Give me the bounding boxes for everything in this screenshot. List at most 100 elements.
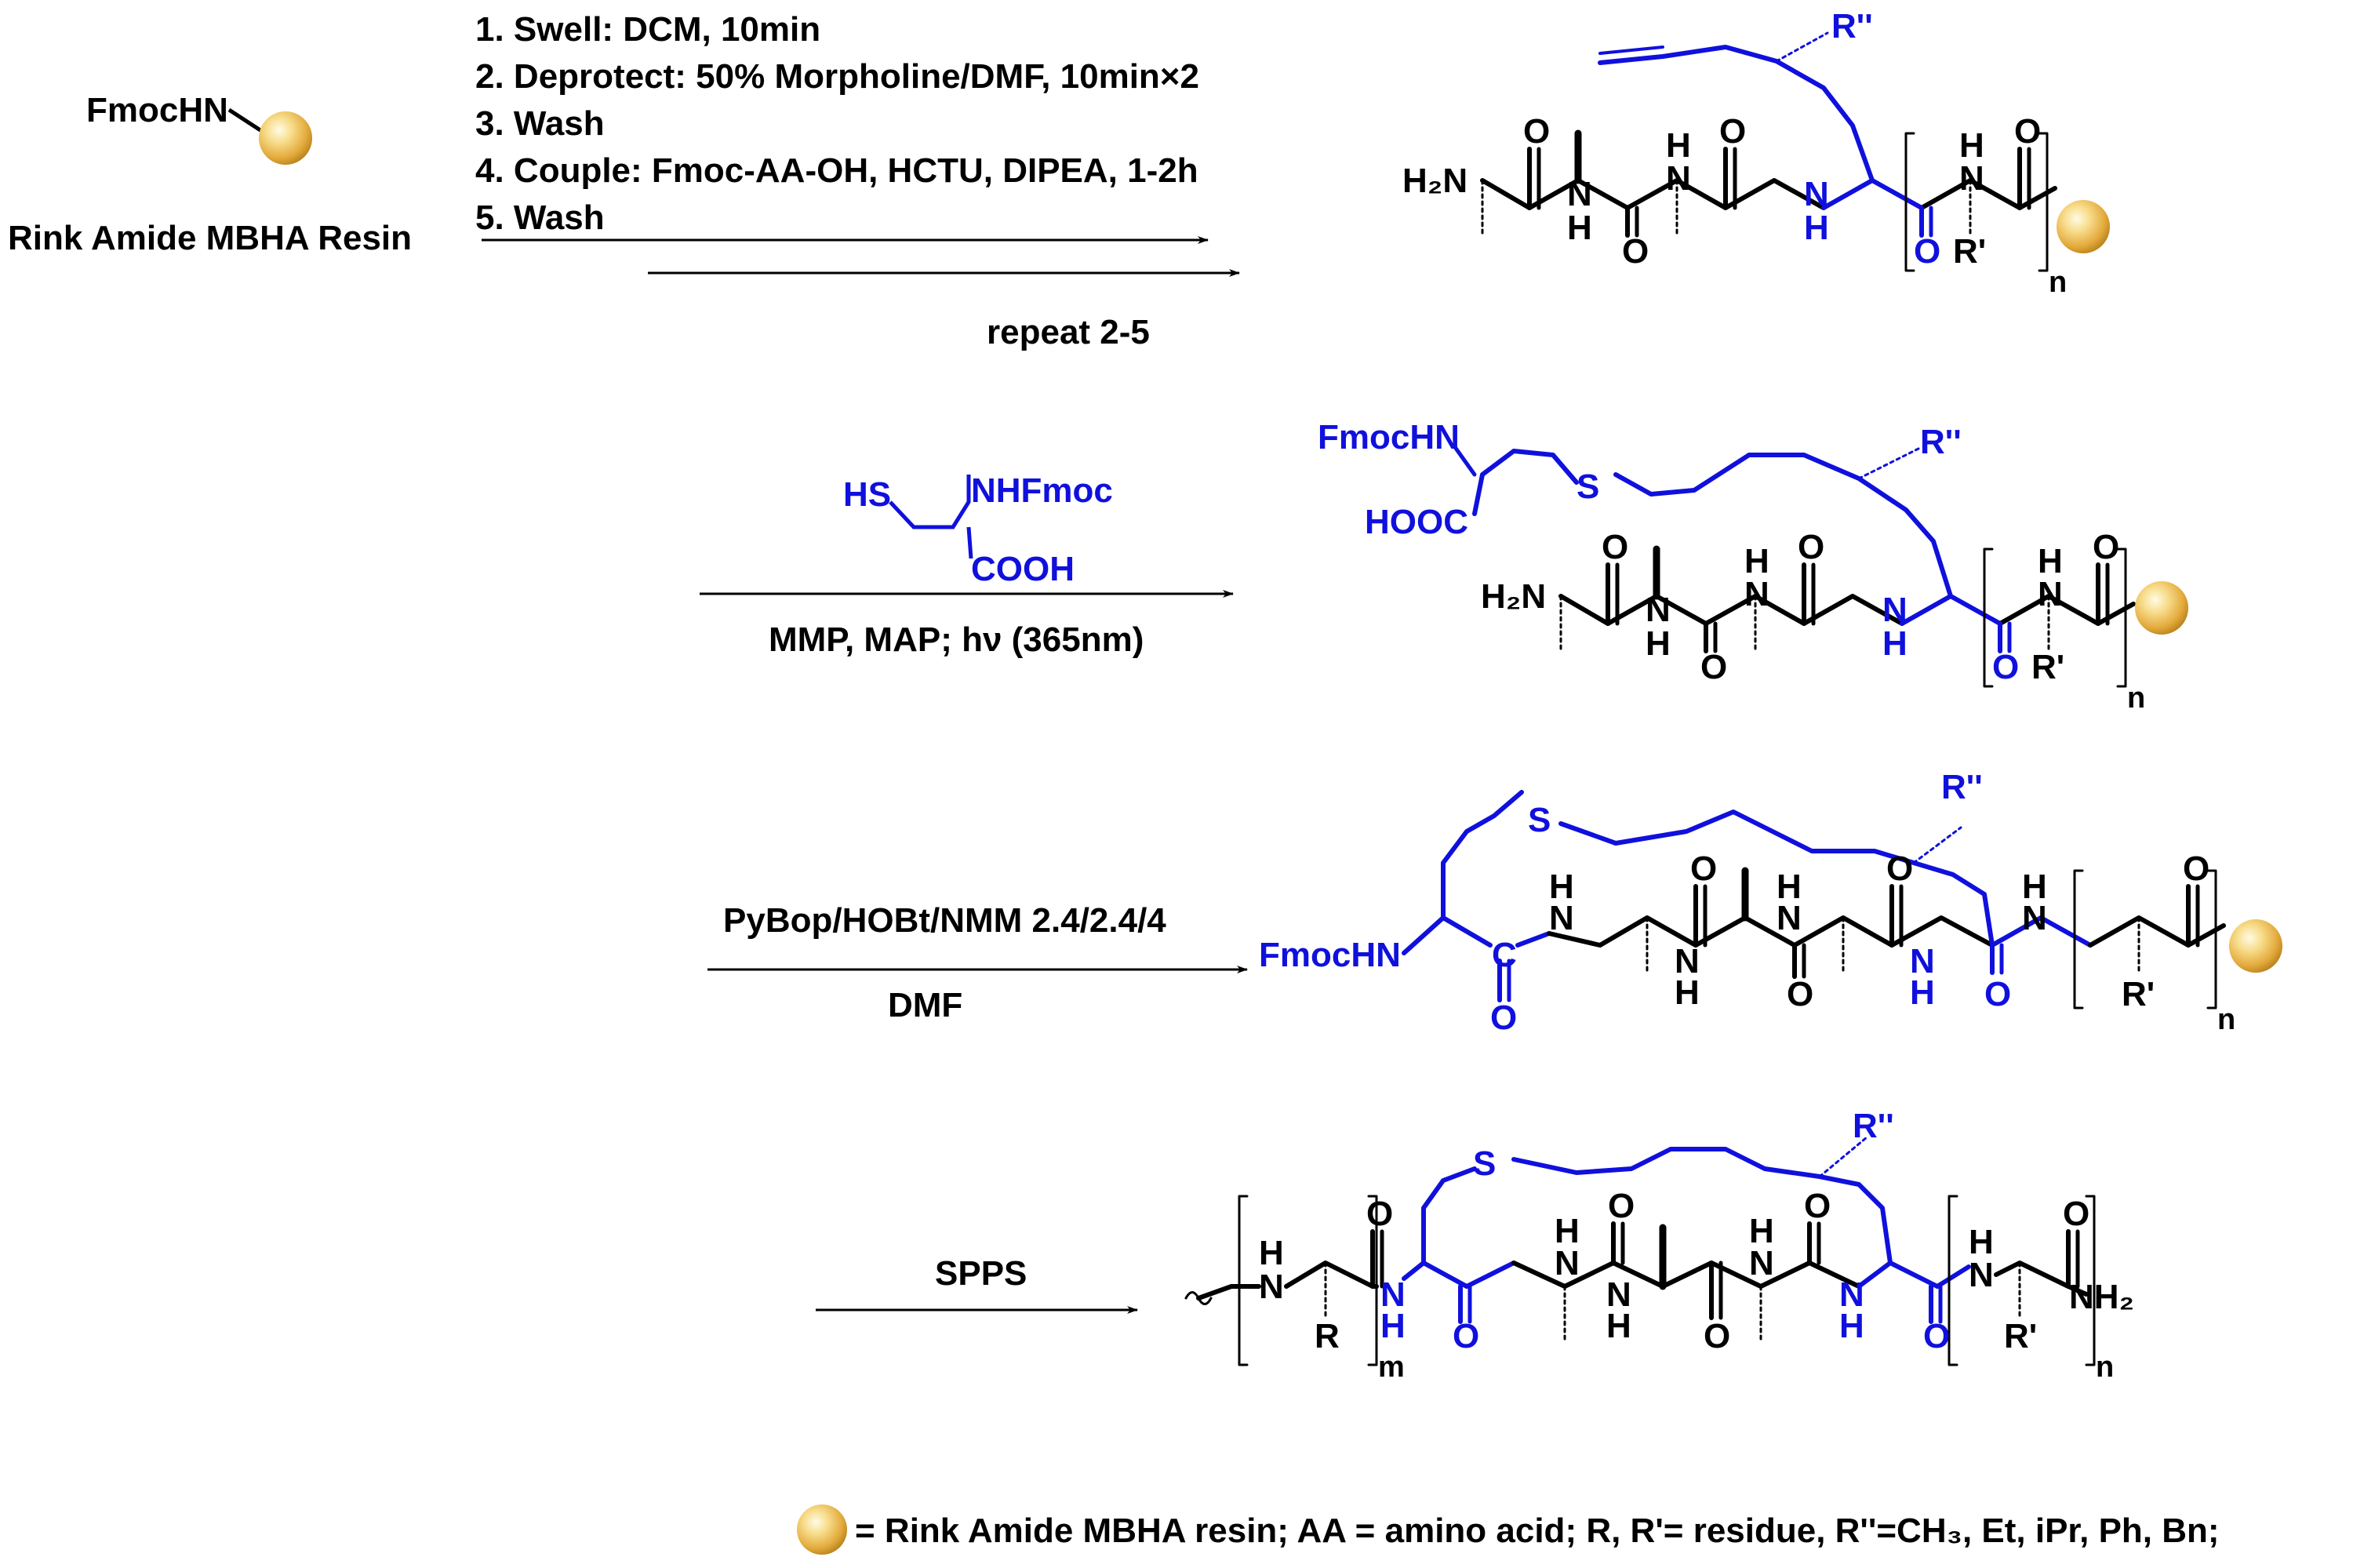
p3-rdprime: R'' bbox=[1941, 768, 1983, 806]
resin-name-label: Rink Amide MBHA Resin bbox=[8, 219, 412, 257]
p4-n6: N bbox=[1839, 1275, 1864, 1314]
p3-n1: N bbox=[1549, 899, 1574, 937]
p3-h4: H bbox=[1910, 973, 1935, 1012]
step1-condition-3: 3. Wash bbox=[475, 104, 605, 143]
step2-reagent-cooh: COOH bbox=[971, 550, 1075, 588]
legend-resin-bead-icon bbox=[797, 1504, 847, 1555]
p4-o5: O bbox=[1804, 1187, 1831, 1225]
p4-n5: N bbox=[1749, 1244, 1774, 1282]
resin-bead-icon bbox=[259, 111, 312, 165]
p4-o6: O bbox=[1923, 1317, 1950, 1355]
p3-s: S bbox=[1528, 801, 1551, 839]
p4-n1: N bbox=[1259, 1268, 1284, 1306]
p4-n4: N bbox=[1606, 1275, 1631, 1314]
p3-o2: O bbox=[1690, 849, 1717, 888]
step3-conditions-top: PyBop/HOBt/NMM 2.4/2.4/4 bbox=[723, 901, 1166, 940]
product-4 bbox=[1184, 1136, 2096, 1366]
product-3-labels: FmocHN S C O N H O N H O N H O N H O N H… bbox=[1259, 768, 2282, 1037]
p1-n2: N bbox=[1666, 159, 1691, 198]
resin-fmochn-label: FmocHN bbox=[86, 91, 228, 129]
step1-repeat-label: repeat 2-5 bbox=[987, 313, 1150, 351]
p3-h5: H bbox=[2022, 868, 2047, 906]
p2-resin-bead-icon bbox=[2135, 581, 2188, 635]
p1-rprime: R' bbox=[1953, 232, 1986, 271]
p3-n5: N bbox=[2022, 899, 2047, 937]
step3-conditions-bottom: DMF bbox=[888, 986, 962, 1024]
p1-o5: O bbox=[2014, 112, 2041, 151]
step1-condition-5: 5. Wash bbox=[475, 198, 605, 237]
p3-resin-bead-icon bbox=[2229, 919, 2282, 973]
step4-reaction: SPPS bbox=[816, 1254, 1138, 1314]
p4-h7: H bbox=[1969, 1223, 1994, 1261]
step1-condition-4: 4. Couple: Fmoc-AA-OH, HCTU, DIPEA, 1-2h bbox=[475, 151, 1198, 190]
p4-o7: O bbox=[2063, 1195, 2089, 1233]
p2-rprime: R' bbox=[2031, 648, 2064, 686]
p1-h4: H bbox=[1959, 126, 1984, 165]
p2-n3: N bbox=[1882, 591, 1907, 629]
p3-h2: H bbox=[1675, 973, 1700, 1012]
p4-n7: N bbox=[1969, 1256, 1994, 1294]
p2-o5: O bbox=[2093, 528, 2119, 566]
step4-conditions: SPPS bbox=[935, 1254, 1027, 1293]
product-2 bbox=[1453, 445, 2136, 688]
p2-n2: N bbox=[1744, 575, 1769, 613]
p2-h1: H bbox=[1646, 624, 1671, 663]
p3-fmochn: FmocHN bbox=[1259, 936, 1401, 974]
p2-o2: O bbox=[1700, 648, 1727, 686]
p1-h1: H bbox=[1567, 209, 1592, 247]
product-3 bbox=[1402, 790, 2226, 1010]
p1-n-sub: n bbox=[2049, 266, 2067, 299]
p2-h4: H bbox=[2038, 542, 2063, 580]
p2-o1: O bbox=[1602, 528, 1628, 566]
p1-o1: O bbox=[1523, 112, 1550, 151]
p4-h6: H bbox=[1839, 1307, 1864, 1345]
step2-conditions: MMP, MAP; hν (365nm) bbox=[769, 620, 1144, 659]
p3-rprime: R' bbox=[2122, 975, 2155, 1013]
step1-condition-1: 1. Swell: DCM, 10min bbox=[475, 10, 820, 49]
p2-o4: O bbox=[1992, 648, 2019, 686]
p4-m-sub: m bbox=[1378, 1351, 1405, 1384]
p3-o3: O bbox=[1787, 975, 1813, 1013]
p2-hooc: HOOC bbox=[1365, 503, 1468, 541]
p3-o5: O bbox=[1984, 975, 2011, 1013]
p1-n3: N bbox=[1804, 175, 1829, 213]
product-2-labels: FmocHN HOOC S R'' H₂N O N H O N H O N H … bbox=[1318, 418, 2188, 715]
p3-o1: O bbox=[1490, 999, 1517, 1037]
step2-reaction: HS NHFmoc COOH MMP, MAP; hν (365nm) bbox=[700, 471, 1234, 659]
p4-h2: H bbox=[1380, 1307, 1406, 1345]
p4-h4: H bbox=[1606, 1307, 1631, 1345]
p4-n2: N bbox=[1380, 1275, 1406, 1314]
legend: = Rink Amide MBHA resin; AA = amino acid… bbox=[797, 1504, 2220, 1555]
p1-n4: N bbox=[1959, 159, 1984, 198]
p1-o4: O bbox=[1914, 232, 1940, 271]
p1-o2: O bbox=[1622, 232, 1649, 271]
p4-rprime: R' bbox=[2004, 1317, 2037, 1355]
p4-o1: O bbox=[1366, 1195, 1393, 1233]
p4-rdprime: R'' bbox=[1853, 1107, 1894, 1145]
p1-h2: H bbox=[1666, 126, 1691, 165]
p1-h2n: H₂N bbox=[1402, 162, 1467, 200]
p4-o2: O bbox=[1453, 1317, 1479, 1355]
step1-reaction: 1. Swell: DCM, 10min 2. Deprotect: 50% M… bbox=[475, 10, 1240, 351]
p4-o4: O bbox=[1704, 1317, 1730, 1355]
p2-h3: H bbox=[1882, 624, 1907, 663]
step2-reagent-hs: HS bbox=[843, 475, 891, 514]
p4-n3: N bbox=[1555, 1244, 1580, 1282]
p4-o3: O bbox=[1608, 1187, 1635, 1225]
p4-nh2: NH₂ bbox=[2069, 1278, 2134, 1316]
step3-reaction: PyBop/HOBt/NMM 2.4/2.4/4 DMF bbox=[707, 901, 1248, 1024]
p3-n2: N bbox=[1675, 942, 1700, 980]
p3-n4: N bbox=[1910, 942, 1935, 980]
step2-reagent-nhfmoc: NHFmoc bbox=[971, 471, 1113, 510]
p2-n1: N bbox=[1646, 591, 1671, 629]
p2-n-sub: n bbox=[2127, 682, 2145, 715]
p4-r: R bbox=[1315, 1317, 1340, 1355]
p3-o6: O bbox=[2183, 849, 2209, 888]
p4-h1: H bbox=[1259, 1234, 1284, 1272]
p4-h5: H bbox=[1749, 1212, 1774, 1250]
product-4-labels: N H O R m N H S O N H O N H O N H O N H … bbox=[1259, 1107, 2134, 1384]
p1-n1: N bbox=[1567, 175, 1592, 213]
p2-o3: O bbox=[1798, 528, 1824, 566]
p3-c: C bbox=[1492, 936, 1517, 974]
